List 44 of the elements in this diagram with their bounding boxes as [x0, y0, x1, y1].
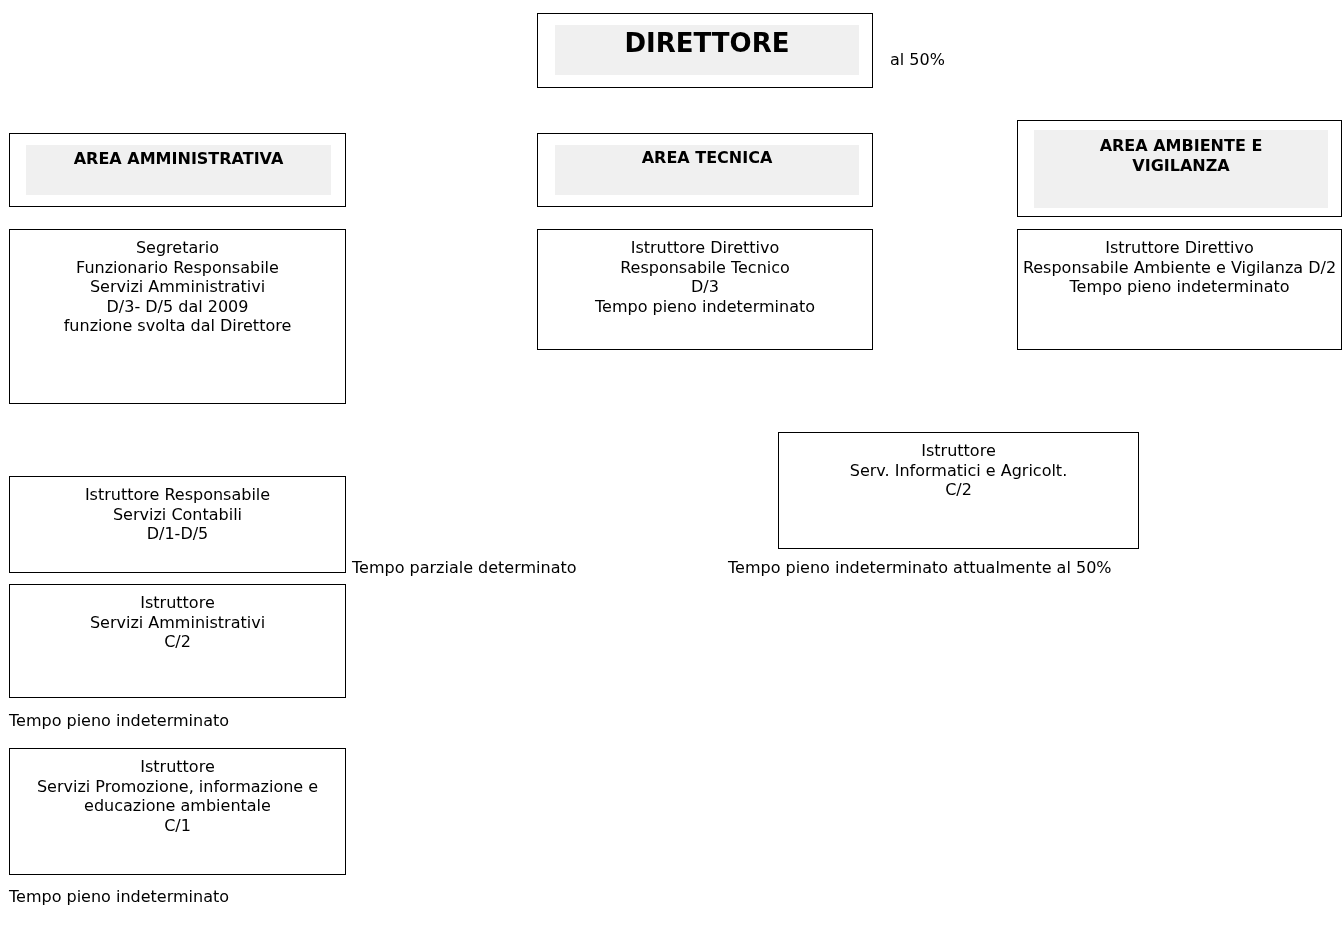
position-box — [778, 432, 1139, 549]
title-band: DIRETTORE — [555, 25, 859, 75]
position-box — [9, 584, 346, 698]
position-title: Istruttore — [920, 441, 997, 461]
title-band: AREA AMMINISTRATIVA — [26, 145, 331, 195]
position-text: Responsabile Ambiente e Vigilanza D/2 — [1021, 257, 1338, 277]
position-title: Istruttore Direttivo — [629, 238, 781, 258]
position-text: Serv. Informatici e Agricolt. — [848, 460, 1069, 480]
position-text: Servizi Promozione, informazione e educazione ambientale — [35, 776, 320, 816]
title-band: AREA TECNICA — [555, 145, 859, 195]
position-text: Servizi Amministrativi — [88, 277, 267, 297]
position-title: Istruttore Responsabile — [83, 485, 272, 505]
position-box — [9, 229, 346, 404]
position-title: Istruttore — [139, 757, 216, 777]
position-box — [9, 476, 346, 573]
position-text: D/3- D/5 dal 2009 — [105, 296, 250, 316]
position-text: D/1-D/5 — [145, 524, 210, 544]
note-text: Tempo pieno indeterminato attualmente al 50% — [728, 558, 1112, 578]
position-text: C/1 — [163, 815, 192, 835]
position-box — [9, 748, 346, 875]
position-box — [537, 229, 873, 350]
position-box — [1017, 229, 1342, 350]
header-box — [1017, 120, 1342, 217]
header-box — [537, 133, 873, 207]
title-band: AREA AMBIENTE E VIGILANZA — [1034, 130, 1328, 208]
position-text: Servizi Contabili — [111, 504, 244, 524]
position-title: Segretario — [134, 238, 221, 258]
position-title: Istruttore — [139, 593, 216, 613]
position-text: Servizi Amministrativi — [88, 612, 267, 632]
note-text: Tempo pieno indeterminato — [9, 887, 229, 907]
position-text: D/3 — [690, 277, 720, 297]
position-text: Tempo pieno indeterminato — [594, 296, 816, 316]
header-box — [9, 133, 346, 207]
position-text: funzione svolta dal Direttore — [62, 316, 293, 336]
position-title: Istruttore Direttivo — [1104, 238, 1255, 258]
position-text: Funzionario Responsabile — [75, 257, 280, 277]
position-text: Tempo pieno indeterminato — [1068, 277, 1291, 297]
position-text: Responsabile Tecnico — [619, 257, 791, 277]
note-text: al 50% — [890, 50, 945, 70]
position-text: C/2 — [163, 632, 192, 652]
header-box — [537, 13, 873, 88]
note-text: Tempo parziale determinato — [352, 558, 577, 578]
note-text: Tempo pieno indeterminato — [9, 711, 229, 731]
position-text: C/2 — [944, 480, 973, 500]
